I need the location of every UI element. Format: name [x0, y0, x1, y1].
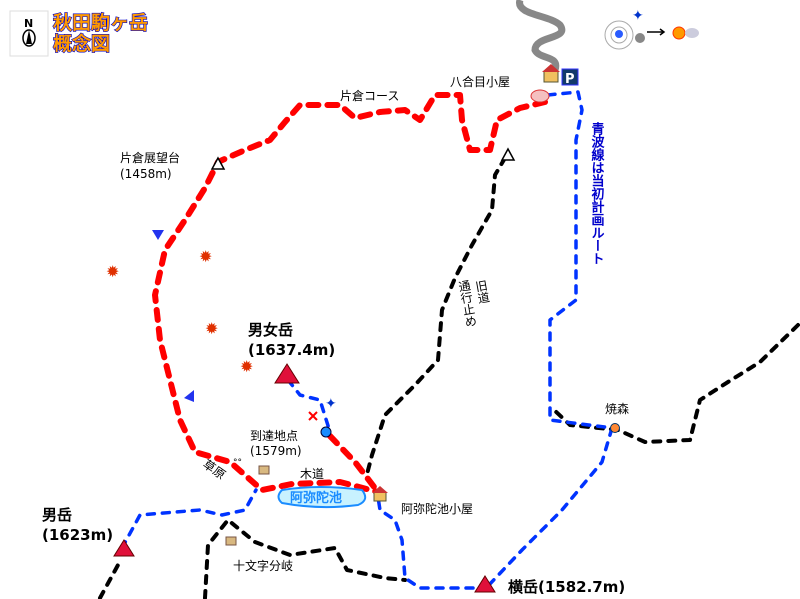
amidaike-label: 阿弥陀池: [290, 490, 342, 506]
autumn-leaf-icons: ✹ ✹ ✹ ✹: [106, 247, 253, 376]
amidaike-hut-label: 阿弥陀池小屋: [401, 501, 473, 516]
compass-needle-icon: [26, 30, 32, 44]
hachigome-hut-label: 八合目小屋: [450, 74, 510, 89]
odake-label: 男岳: [42, 506, 72, 524]
svg-text:✹: ✹: [199, 247, 212, 266]
parking-label: P: [565, 72, 575, 87]
yakemori-label: 焼森: [605, 401, 629, 416]
toilet-icon: [530, 89, 550, 103]
arrow-icon: [647, 28, 666, 36]
typhoon-icon: ✦: [325, 396, 337, 412]
amidaike-hut-icon: [373, 491, 387, 502]
compass-box: [9, 10, 49, 57]
onnadake-alt: (1637.4m): [248, 341, 335, 359]
trail-jumonji: [203, 518, 407, 599]
onnadake-label: 男女岳: [248, 321, 293, 339]
planned-route-summit: [286, 378, 332, 434]
svg-text:✹: ✹: [205, 319, 218, 338]
signpost-icon: [258, 465, 270, 475]
viewpoint-triangle-icon: [210, 156, 226, 170]
direction-arrow-icon: [152, 230, 164, 240]
parking-icon: [561, 68, 579, 86]
planned-route-east: [486, 90, 614, 588]
signpost-icon: [225, 536, 237, 546]
planned-route-west: [120, 488, 258, 550]
yakemori-marker: [610, 423, 620, 433]
trail-yakemori-east: [550, 323, 800, 444]
reached-point-label: 到達地点: [250, 429, 298, 443]
amidaike-pond: [277, 486, 367, 509]
compass-n: N: [24, 17, 33, 30]
katakura-tenbodai-label: 片倉展望台: [120, 150, 180, 165]
access-road: [516, 0, 566, 72]
boardwalk-label: 木道: [300, 467, 324, 481]
odake-peak-icon: [113, 539, 135, 557]
direction-arrow-icon: [184, 390, 194, 402]
onnadake-peak-icon: [274, 363, 300, 384]
flower-icon: °°: [233, 458, 242, 468]
odake-alt: (1623m): [42, 526, 113, 544]
route-taken: [152, 92, 548, 495]
map-title-line1: 秋田駒ヶ岳: [53, 11, 148, 34]
svg-text:✹: ✹: [240, 357, 253, 376]
jumonji-label: 十文字分岐: [233, 558, 293, 573]
yokodake-label: 横岳(1582.7m): [508, 578, 625, 596]
route-taken-to-reached-point: [327, 433, 381, 495]
low-pressure-icon: [604, 20, 634, 50]
trail-odake-west: [98, 563, 120, 599]
yokodake-peak-icon: [474, 575, 496, 593]
old-trail-closed: [364, 156, 507, 480]
reached-point-alt: (1579m): [250, 444, 302, 458]
svg-text:✹: ✹: [106, 262, 119, 281]
reached-point-marker: [320, 426, 332, 438]
hachigome-hut-icon: [543, 70, 559, 83]
katakura-course-label: 片倉コース: [340, 88, 399, 103]
planned-route-note: 青波線は当初計画ルート: [589, 121, 605, 265]
old-road-label-1: 旧道: [473, 278, 491, 304]
typhoon-icon: ✦: [632, 8, 644, 24]
sun-cloud-icon: [672, 26, 686, 40]
katakura-tenbodai-alt: (1458m): [120, 167, 172, 181]
turnaround-x-icon: [308, 411, 318, 421]
planned-route-south: [376, 495, 490, 590]
point-triangle-icon: [500, 147, 516, 161]
map-title-line2: 概念図: [53, 32, 110, 55]
cloud-icon: [635, 33, 645, 43]
